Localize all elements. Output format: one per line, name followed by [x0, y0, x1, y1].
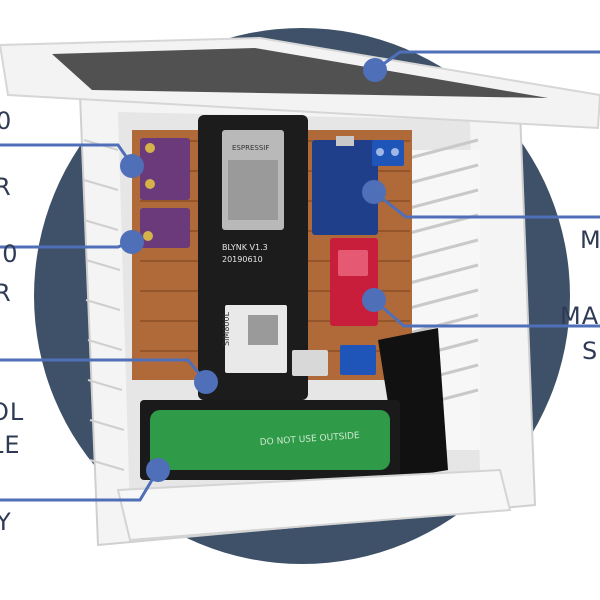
label-left-1: 0	[0, 107, 13, 135]
callout-solar-dot	[363, 58, 387, 82]
label-left-1b: R	[0, 173, 12, 201]
callout-dots	[120, 58, 387, 482]
battery	[150, 410, 390, 470]
board-name-text: BLYNK V1.3	[222, 243, 268, 252]
callout-charger-line	[372, 190, 600, 219]
enclosure-bottom	[116, 468, 512, 542]
label-left-2: 60	[0, 240, 19, 268]
left-louvers	[83, 139, 125, 471]
label-left-3b: LE	[0, 431, 21, 459]
callout-pressure-dot	[120, 230, 144, 254]
terminal-block-top	[372, 140, 404, 166]
callout-battery-dot	[146, 458, 170, 482]
label-right-2b: S	[582, 337, 599, 365]
callout-charger-dot	[362, 180, 386, 204]
board-brand-text: ESPRESSIF	[232, 144, 269, 152]
solar-panel	[52, 48, 548, 98]
callout-temp-dot	[120, 154, 144, 178]
callout-sensor-dot	[362, 288, 386, 312]
label-right-1: M	[580, 226, 600, 254]
callout-antenna-dot	[194, 370, 218, 394]
sensor-board-bottom	[140, 208, 190, 248]
terminal-block-bottom	[340, 345, 376, 375]
label-left-3: OL	[0, 398, 25, 426]
modem-model-text: SIM800L	[222, 311, 231, 346]
label-left-4: Y	[0, 508, 12, 536]
label-right-2: MA	[560, 302, 600, 330]
charger-board	[312, 140, 378, 235]
callout-sensor-line	[372, 298, 600, 328]
board-date-text: 20190610	[222, 255, 263, 264]
label-left-2b: R	[0, 279, 12, 307]
